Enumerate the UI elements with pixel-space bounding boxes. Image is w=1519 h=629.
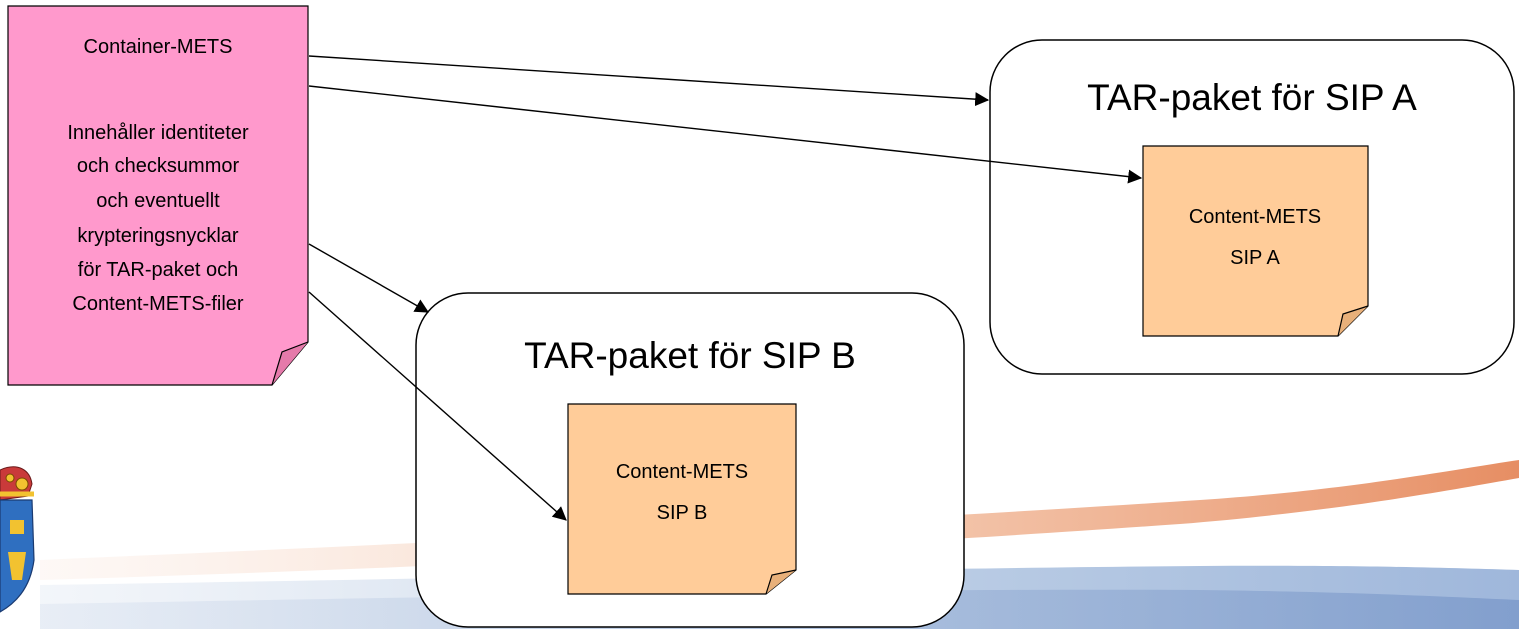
container-note-line-1: Container-METS [84, 36, 233, 58]
container-note-line-3: Innehåller identiteter [67, 122, 249, 144]
arrow-to-tar-a [308, 55, 990, 107]
container-note-line-7: för TAR-paket och [78, 259, 238, 281]
content-mets-b-line-2: SIP B [657, 502, 708, 524]
arrow-to-content-mets-a [308, 85, 1143, 184]
connector-arrows [308, 55, 1143, 521]
container-note-line-4: och checksummor [77, 155, 240, 177]
tar-package-b-title: TAR-paket för SIP B [524, 335, 856, 376]
content-mets-a-line-2: SIP A [1230, 247, 1280, 269]
content-mets-note-a: Content-METS SIP A [1142, 145, 1369, 337]
arrow-to-content-mets-b [308, 291, 567, 521]
content-mets-a-line-1: Content-METS [1189, 206, 1321, 228]
container-note-line-5: och eventuellt [96, 190, 220, 212]
arrow-to-tar-b [308, 243, 430, 313]
content-mets-b-line-1: Content-METS [616, 461, 748, 483]
container-note-line-8: Content-METS-filer [72, 293, 243, 315]
container-note-line-6: krypteringsnycklar [77, 225, 239, 247]
container-mets-note: Container-METS Innehåller identiteter oc… [7, 5, 309, 386]
content-mets-note-b: Content-METS SIP B [567, 403, 797, 595]
crest-logo [0, 466, 35, 613]
tar-package-a-title: TAR-paket för SIP A [1087, 77, 1417, 118]
